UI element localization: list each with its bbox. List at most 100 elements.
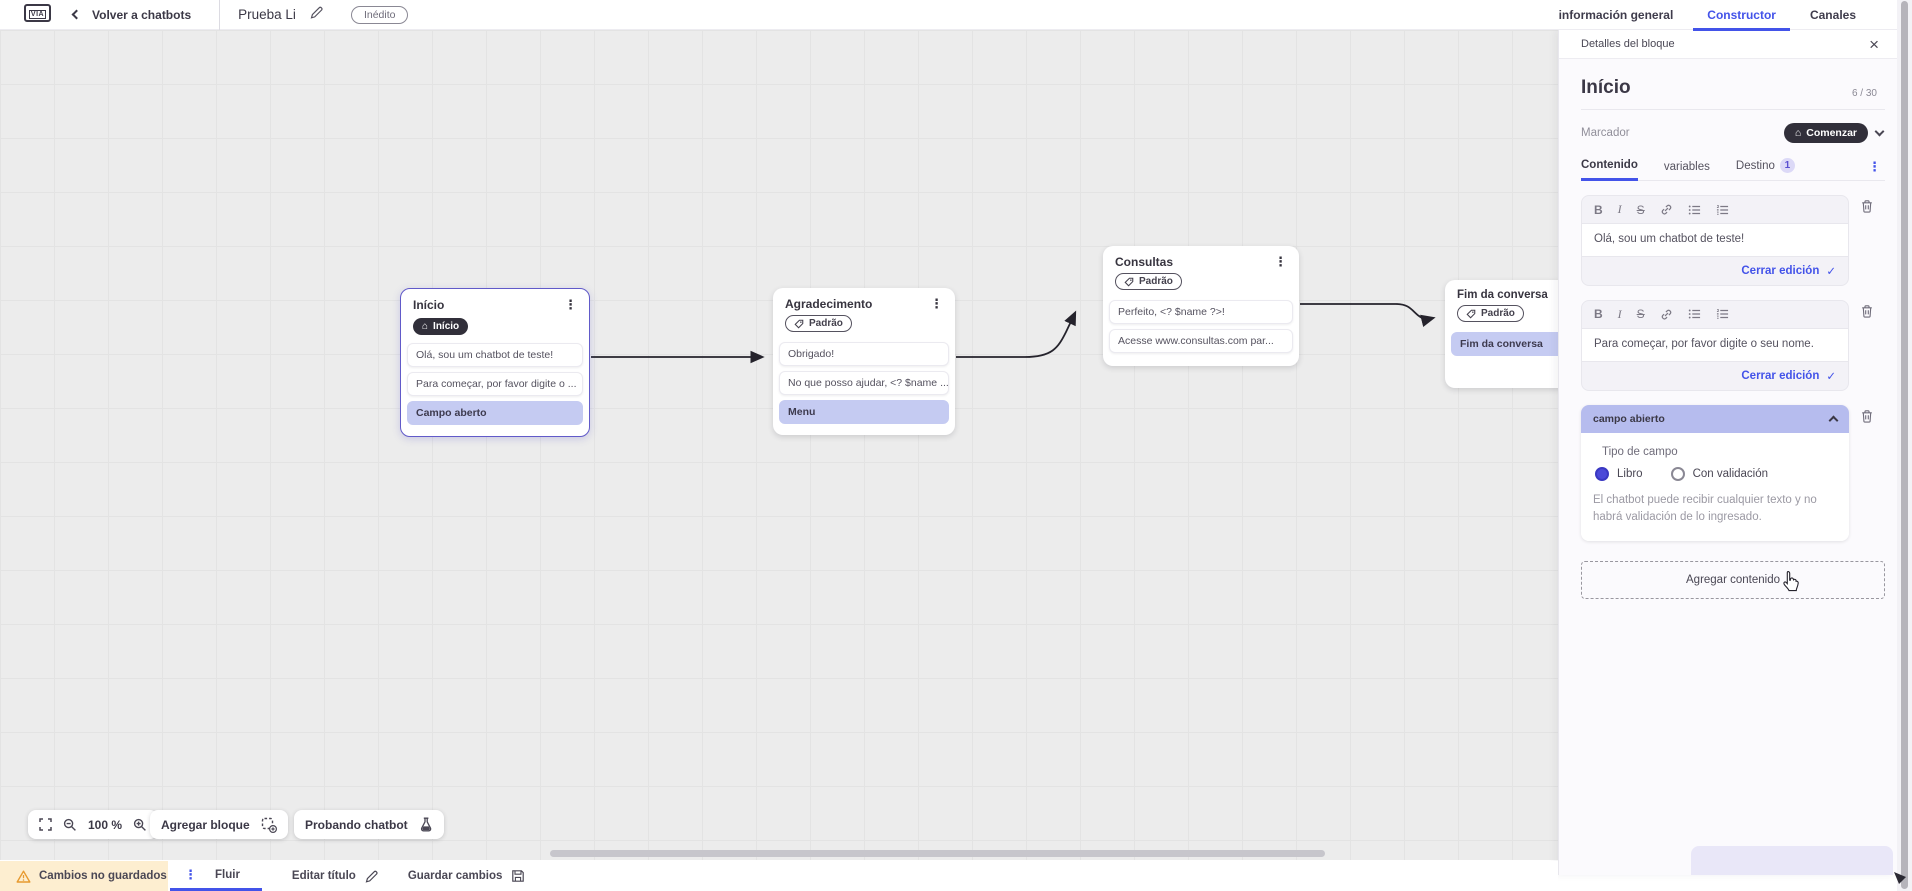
numbered-list-icon[interactable] — [1716, 308, 1729, 320]
test-chatbot-label: Probando chatbot — [305, 817, 408, 832]
bottom-bar: Cambios no guardados ⋮ Fluir Editar títu… — [0, 861, 1558, 891]
bold-icon[interactable]: B — [1594, 202, 1603, 217]
tab-constructor[interactable]: Constructor — [1693, 0, 1790, 31]
node-menu-icon[interactable]: ⋮ — [1274, 254, 1287, 269]
text-editor[interactable]: B I S Olá, sou um chatbot de teste! Cerr… — [1581, 195, 1849, 286]
tab-variables[interactable]: variables — [1663, 161, 1710, 173]
radio-libro-label: Libro — [1617, 467, 1643, 480]
close-edit-label: Cerrar edición — [1741, 264, 1820, 277]
tab-canales[interactable]: Canales — [1809, 8, 1856, 22]
page-vertical-scrollbar[interactable] — [1897, 0, 1912, 891]
node-message-item[interactable]: No que posso ajudar, <? $name ... — [779, 370, 949, 395]
content-row: B I S Olá, sou um chatbot de teste! Cerr… — [1581, 195, 1885, 286]
node-message-item[interactable]: Olá, sou um chatbot de teste! — [407, 343, 583, 367]
test-chatbot-button[interactable]: Probando chatbot — [294, 810, 444, 839]
top-header: VIA Volver a chatbots Prueba Li Inédito … — [0, 0, 1912, 31]
tab-informacion-general[interactable]: información general — [1558, 8, 1674, 22]
strikethrough-icon[interactable]: S — [1636, 202, 1645, 217]
zoom-level: 100 % — [88, 817, 123, 832]
bold-icon[interactable]: B — [1594, 307, 1603, 322]
zoom-in-icon[interactable] — [133, 818, 147, 832]
back-to-chatbots-label: Volver a chatbots — [92, 7, 192, 22]
flow-connectors — [591, 303, 1436, 364]
node-title: Início — [413, 298, 445, 312]
tab-destino[interactable]: Destino 1 — [1736, 158, 1795, 180]
flow-tab-menu-icon[interactable]: ⋮ — [184, 867, 197, 882]
node-message-item[interactable]: Obrigado! — [779, 341, 949, 366]
open-field-header[interactable]: campo abierto — [1581, 404, 1849, 433]
add-content-button[interactable]: Agregar contenido — [1581, 561, 1885, 600]
bulleted-list-icon[interactable] — [1688, 308, 1701, 320]
node-menu-item[interactable]: Menu — [779, 399, 949, 424]
panel-menu-icon[interactable]: ⋮ — [1868, 159, 1881, 174]
close-edit-label: Cerrar edición — [1741, 369, 1820, 382]
add-block-button[interactable]: Agregar bloque — [150, 810, 288, 839]
tab-contenido[interactable]: Contenido — [1581, 159, 1638, 181]
tag-icon — [1466, 309, 1476, 319]
open-field-title: campo abierto — [1593, 412, 1665, 425]
italic-icon[interactable]: I — [1617, 306, 1622, 321]
italic-icon[interactable]: I — [1617, 202, 1622, 216]
node-consultas[interactable]: Consultas ⋮ Padrão Perfeito, <? $name ?>… — [1103, 246, 1299, 366]
add-content-label: Agregar contenido — [1686, 574, 1780, 587]
text-editor[interactable]: B I S Para começar, por favor digite o s… — [1581, 299, 1849, 391]
panel-title: Detalles del bloque — [1581, 38, 1675, 50]
back-to-chatbots-button[interactable]: Volver a chatbots — [71, 7, 192, 22]
message-text-input[interactable]: Para começar, por favor digite o seu nom… — [1582, 327, 1848, 362]
node-open-field-item[interactable]: Campo aberto — [407, 401, 583, 425]
delete-content-button[interactable] — [1849, 300, 1885, 391]
delete-content-button[interactable] — [1849, 405, 1885, 542]
fit-screen-icon[interactable] — [39, 818, 52, 831]
zoom-controls: 100 % — [28, 810, 159, 839]
link-icon[interactable] — [1660, 308, 1673, 321]
marker-value: Comenzar — [1806, 127, 1857, 139]
save-changes-button[interactable]: Guardar cambios — [408, 861, 526, 891]
header-divider — [219, 0, 221, 30]
connector-consultas-fim — [1300, 303, 1436, 327]
node-start-badge: ⌂ Início — [413, 318, 469, 335]
node-message-item[interactable]: Perfeito, <? $name ?>! — [1109, 299, 1293, 324]
radio-libro[interactable]: Libro — [1595, 466, 1643, 481]
node-inicio[interactable]: Início ⋮ ⌂ Início Olá, sou um chatbot de… — [400, 288, 590, 437]
panel-tabs: Contenido variables Destino 1 ⋮ — [1581, 158, 1885, 181]
link-icon[interactable] — [1660, 203, 1673, 216]
marker-select[interactable]: ⌂ Comenzar — [1783, 123, 1868, 143]
save-icon — [512, 870, 525, 882]
panel-bottom-block — [1691, 846, 1893, 875]
flask-icon — [419, 817, 433, 832]
node-message-item[interactable]: Para começar, por favor digite o ... — [407, 372, 583, 396]
delete-content-button[interactable] — [1849, 195, 1885, 286]
close-edit-button[interactable]: Cerrar edición ✓ — [1582, 257, 1848, 285]
node-menu-icon[interactable]: ⋮ — [564, 297, 577, 312]
close-icon[interactable]: × — [1869, 34, 1879, 54]
radio-selected-icon — [1595, 466, 1609, 481]
tag-icon — [1124, 277, 1134, 287]
field-type-label: Tipo de campo — [1602, 445, 1678, 458]
chevron-down-icon[interactable] — [1874, 126, 1885, 136]
strikethrough-icon[interactable]: S — [1636, 307, 1645, 322]
radio-con-validacion[interactable]: Con validación — [1670, 466, 1768, 481]
trash-icon — [1862, 409, 1872, 423]
content-row: B I S Para começar, por favor digite o s… — [1581, 299, 1885, 391]
node-badge-label: Padrão — [1481, 308, 1515, 319]
content-row: campo abierto Tipo de campo Libro Con va… — [1581, 404, 1885, 542]
node-agradecimento[interactable]: Agradecimento ⋮ Padrão Obrigado! No que … — [773, 288, 955, 435]
edit-title-button[interactable]: Editar título — [292, 861, 378, 891]
node-menu-icon[interactable]: ⋮ — [930, 296, 943, 311]
flow-tab[interactable]: ⋮ Fluir — [170, 861, 262, 891]
close-edit-button[interactable]: Cerrar edición ✓ — [1582, 362, 1848, 390]
message-text-input[interactable]: Olá, sou um chatbot de teste! — [1582, 223, 1848, 257]
top-tabs: información general Constructor Canales — [1558, 0, 1856, 31]
edit-title-pencil-icon[interactable] — [310, 6, 323, 24]
node-title: Agradecimento — [785, 297, 873, 311]
scrollbar-thumb[interactable] — [1901, 1, 1908, 889]
node-message-item[interactable]: Acesse www.consultas.com par... — [1109, 328, 1293, 353]
node-badge-label: Início — [433, 321, 460, 332]
chevron-up-icon[interactable] — [1828, 415, 1839, 426]
numbered-list-icon[interactable] — [1716, 204, 1729, 216]
block-name-input[interactable]: Início — [1581, 77, 1631, 98]
bulleted-list-icon[interactable] — [1688, 204, 1701, 216]
pencil-icon — [365, 870, 378, 883]
zoom-out-icon[interactable] — [63, 818, 77, 832]
canvas-horizontal-scrollbar[interactable] — [550, 850, 1325, 857]
